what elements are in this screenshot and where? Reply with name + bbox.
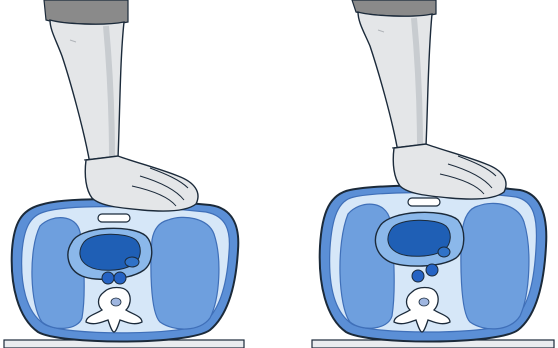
sleeve xyxy=(44,0,128,24)
arm-icon xyxy=(352,0,506,199)
aorta-icon xyxy=(412,270,424,282)
panel-left xyxy=(4,0,244,348)
chest-cross-section-icon xyxy=(12,199,239,341)
hand-icon xyxy=(85,156,198,211)
lung-icon xyxy=(461,203,529,328)
panel-right xyxy=(312,0,554,348)
vena-cava-icon xyxy=(426,264,438,276)
vena-cava-icon xyxy=(114,272,126,284)
lung-icon xyxy=(151,217,219,329)
sternum-icon xyxy=(408,198,440,206)
aorta-icon xyxy=(102,272,114,284)
hand-icon xyxy=(393,144,506,199)
sternum-icon xyxy=(98,214,130,222)
arm-icon xyxy=(44,0,198,211)
heart-icon xyxy=(68,228,152,279)
chest-cross-section-icon xyxy=(320,186,547,342)
heart-icon xyxy=(375,212,463,266)
